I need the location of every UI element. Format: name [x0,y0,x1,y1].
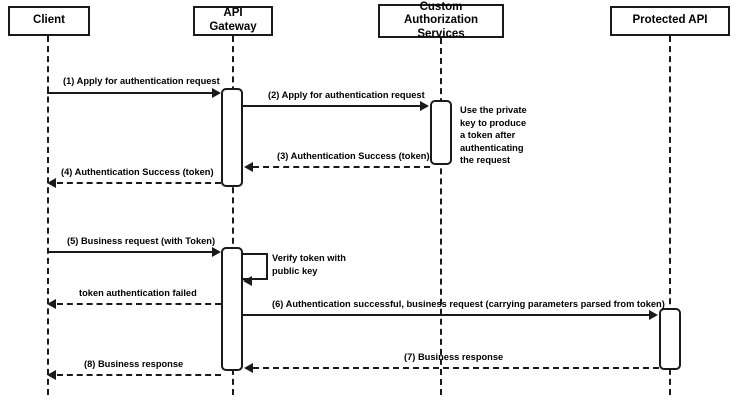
message-line-8 [57,374,221,376]
lifeline-client [47,36,49,395]
message-label-1: (1) Apply for authentication request [63,76,220,86]
message-line-token-auth-failed [57,303,221,305]
message-label-4: (4) Authentication Success (token) [61,167,214,177]
participant-api-gateway[interactable]: API Gateway [193,6,273,36]
message-arrowhead-1 [212,88,221,98]
message-arrowhead-token-auth-failed [47,299,56,309]
participant-custom-authorization-services[interactable]: Custom Authorization Services [378,1,504,40]
message-arrowhead-6 [649,310,658,320]
message-line-1 [47,92,213,94]
lifeline-protected-api [669,36,671,395]
activation-api-gateway-auth [221,88,243,187]
message-line-6 [243,314,650,316]
message-label-6: (6) Authentication successful, business … [272,299,665,309]
message-line-5 [47,251,213,253]
participant-client[interactable]: Client [8,6,90,36]
activation-protected-api [659,308,681,370]
message-arrowhead-7 [244,363,253,373]
message-line-3 [253,166,430,168]
message-arrowhead-3 [244,162,253,172]
message-label-7: (7) Business response [404,352,504,362]
message-arrowhead-8 [47,370,56,380]
message-label-3: (3) Authentication Success (token) [277,151,430,161]
self-message-arrowhead-verify-token [243,276,252,286]
message-label-token-auth-failed: token authentication failed [79,288,197,298]
message-line-4 [57,182,221,184]
message-arrowhead-5 [212,247,221,257]
activation-api-gateway-business [221,247,243,371]
message-line-2 [243,105,421,107]
message-arrowhead-4 [47,178,56,188]
message-label-8: (8) Business response [84,359,184,369]
lifeline-api-gateway [232,36,234,395]
message-arrowhead-2 [420,101,429,111]
message-label-2: (2) Apply for authentication request [268,90,425,100]
message-line-7 [253,367,659,369]
participant-protected-api[interactable]: Protected API [610,6,730,36]
lifeline-custom-authorization-services [440,38,442,395]
note-verify-token: Verify token with public key [272,253,346,276]
activation-custom-auth-services [430,100,452,165]
self-message-verify-token [243,253,268,280]
note-private-key: Use the private key to produce a token a… [460,105,527,166]
message-label-5: (5) Business request (with Token) [67,236,216,246]
